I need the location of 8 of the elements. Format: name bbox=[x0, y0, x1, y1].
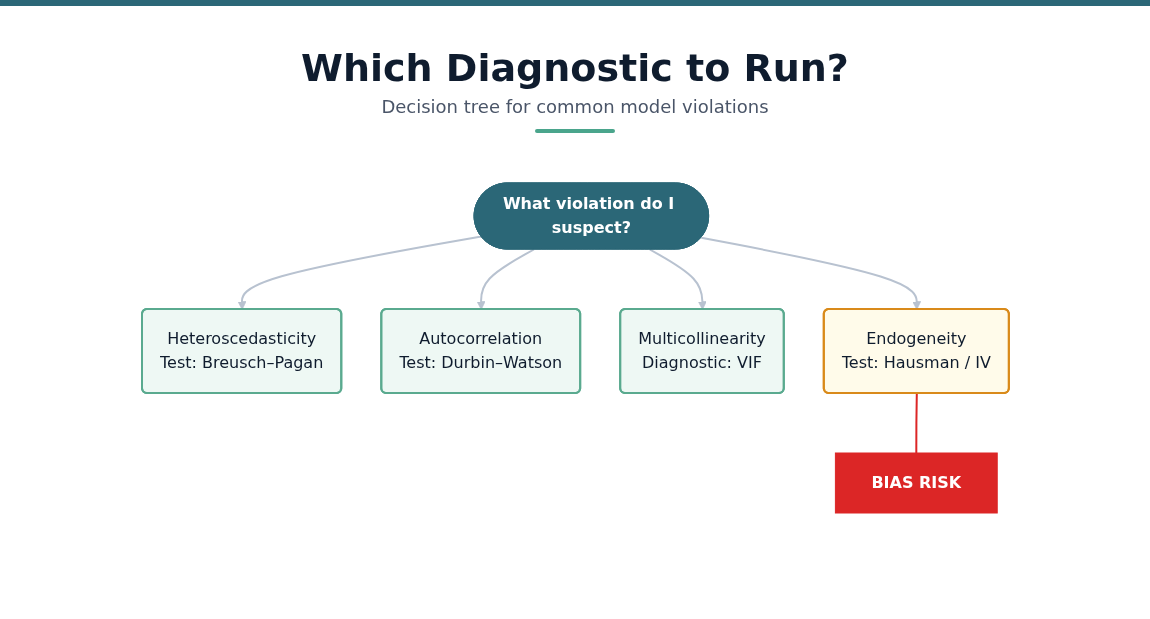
node-box: BIAS RISK bbox=[834, 452, 998, 514]
arrow bbox=[699, 236, 921, 310]
subtitle: Decision tree for common model violations bbox=[380, 96, 770, 117]
arrow bbox=[648, 248, 707, 310]
arrow bbox=[237, 235, 482, 310]
connector bbox=[914, 392, 918, 454]
title: Which Diagnostic to Run? bbox=[300, 46, 850, 90]
arrow bbox=[476, 248, 535, 310]
